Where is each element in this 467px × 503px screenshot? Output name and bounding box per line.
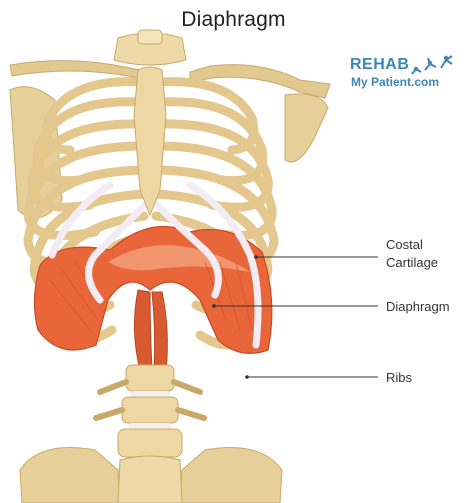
- left-ilium: [20, 448, 120, 503]
- diaphragm-pointer: [212, 304, 216, 308]
- right-clavicle: [190, 65, 330, 98]
- costal-cartilage-label: Costal Cartilage: [386, 236, 438, 272]
- right-crus: [152, 292, 167, 370]
- left-crus: [134, 290, 152, 370]
- ribs-label: Ribs: [386, 369, 412, 387]
- right-ilium: [180, 448, 282, 503]
- sacrum: [118, 456, 182, 503]
- right-scapula: [285, 94, 328, 162]
- ribs-pointer: [245, 375, 249, 379]
- vertebra-top: [138, 30, 162, 44]
- diaphragm-label: Diaphragm: [386, 298, 450, 316]
- costal-label-line1: Costal: [386, 236, 438, 254]
- lumbar-spine: [96, 365, 204, 457]
- costal-label-line2: Cartilage: [386, 254, 438, 272]
- costal-cartilage-pointer: [254, 255, 258, 259]
